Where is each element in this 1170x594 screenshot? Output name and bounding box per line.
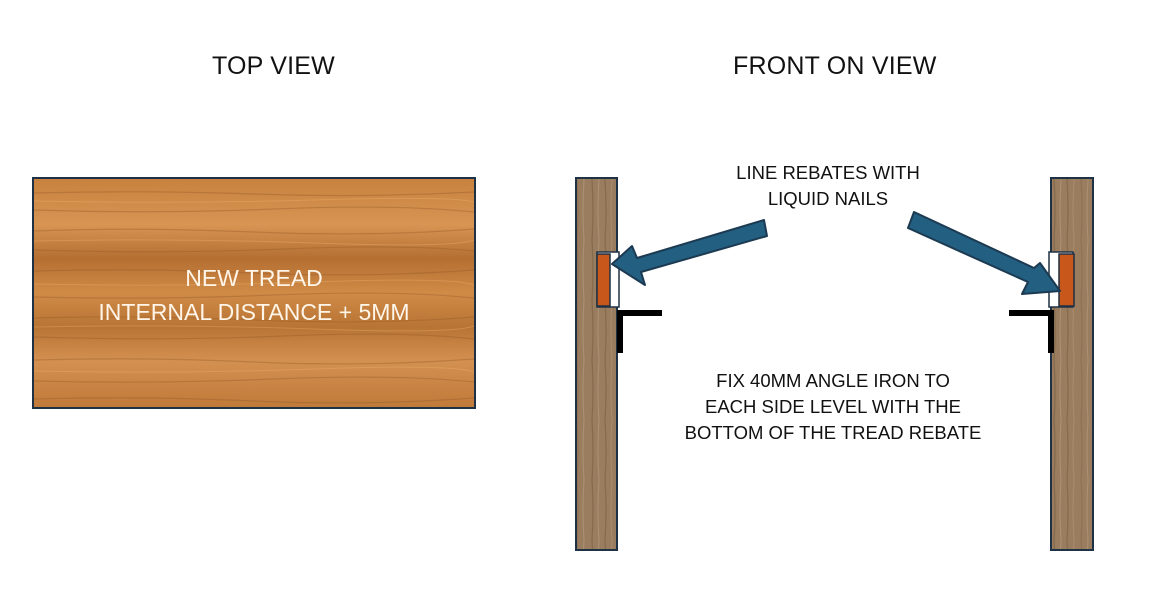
right-angle-iron [1009, 310, 1054, 353]
left-liquid-nails-strip [596, 253, 611, 307]
note-line2: EACH SIDE LEVEL WITH THE [705, 396, 961, 417]
left-stringer [575, 177, 618, 551]
front-view-title: FRONT ON VIEW [733, 52, 937, 80]
top-view-title: TOP VIEW [212, 52, 335, 80]
right-stringer [1050, 177, 1094, 551]
liquid-nails-callout: LINE REBATES WITH LIQUID NAILS [700, 160, 956, 212]
new-tread-board: NEW TREAD INTERNAL DISTANCE + 5MM [32, 177, 476, 409]
note-line3: BOTTOM OF THE TREAD REBATE [684, 422, 982, 443]
callout-line2: LIQUID NAILS [767, 188, 889, 209]
callout-line1: LINE REBATES WITH [736, 162, 920, 183]
left-angle-iron [617, 310, 662, 353]
tread-label-line1: NEW TREAD [185, 265, 323, 291]
note-line1: FIX 40MM ANGLE IRON TO [716, 370, 950, 391]
right-liquid-nails-strip [1058, 253, 1075, 307]
right-callout-arrow [907, 211, 1061, 295]
angle-iron-note: FIX 40MM ANGLE IRON TO EACH SIDE LEVEL W… [660, 368, 1006, 446]
left-callout-arrow [611, 219, 768, 286]
tread-label-line2: INTERNAL DISTANCE + 5MM [98, 299, 410, 325]
wood-grain-texture [34, 179, 474, 407]
